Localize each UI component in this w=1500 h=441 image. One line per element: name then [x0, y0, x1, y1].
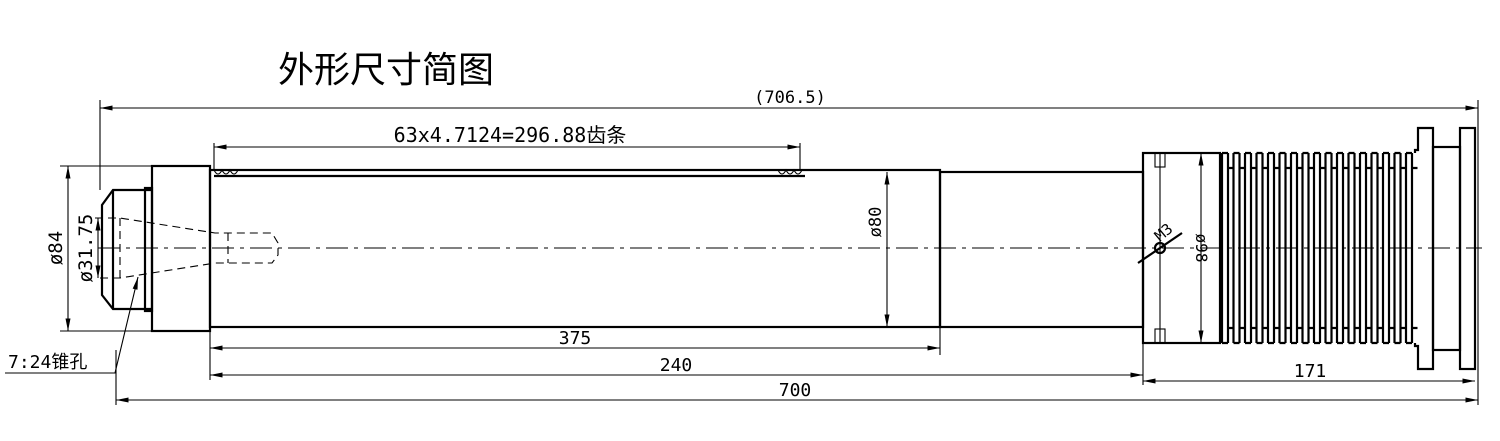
- rear-tube: [938, 170, 1145, 329]
- dim-dia-31-75: ø31.75: [75, 214, 97, 283]
- dim-dia-84: ø84: [45, 231, 67, 265]
- spindle-nose: [95, 186, 279, 313]
- dim-dia-98: ø98: [1192, 234, 1211, 263]
- dim-171: 171: [1294, 361, 1327, 382]
- cooling-fins: [1220, 151, 1418, 345]
- taper-label: 7:24锥孔: [8, 352, 87, 373]
- dim-240: 240: [660, 355, 693, 376]
- dim-dia-80: ø80: [866, 207, 886, 238]
- dim-375: 375: [559, 328, 592, 349]
- drawing-title: 外形尺寸简图: [278, 50, 494, 91]
- dim-700: 700: [779, 380, 812, 401]
- thread-label: M3: [1151, 220, 1176, 245]
- dim-overall-ref: (706.5): [754, 88, 826, 108]
- dim-rack: 63x4.7124=296.88齿条: [394, 123, 627, 147]
- motor-housing: [1137, 126, 1477, 371]
- m3-hole: [1153, 241, 1167, 255]
